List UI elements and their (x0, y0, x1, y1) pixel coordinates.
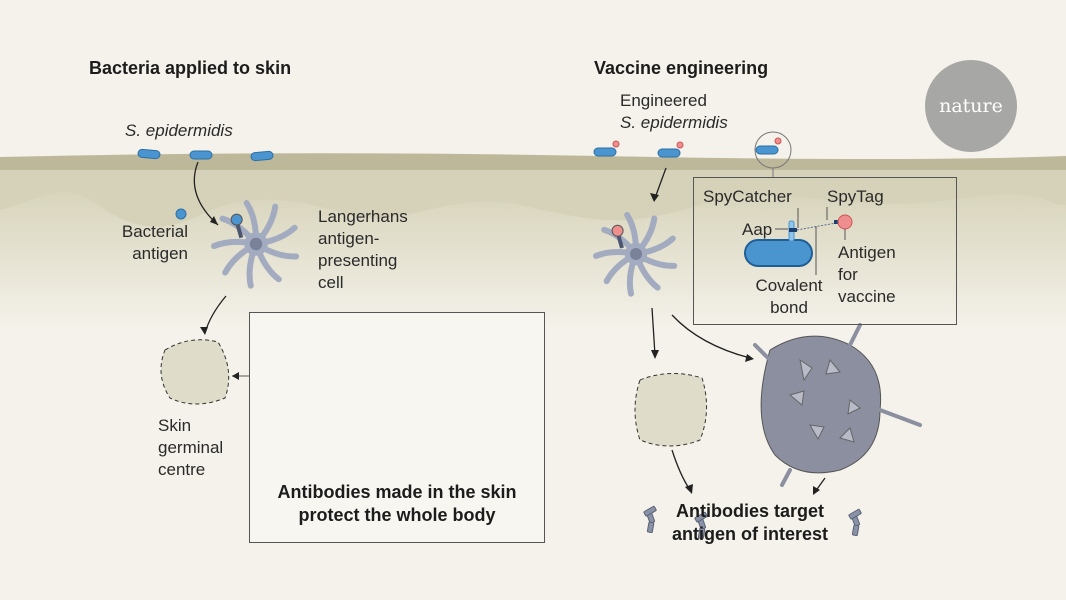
bacteria-label: S. epidermidis (125, 121, 233, 140)
bacterial-antigen-label: Bacterial antigen (121, 222, 188, 263)
engineered-label: Engineered (620, 91, 707, 110)
inset-caption: Antibodies made in the skin protect the … (277, 482, 517, 525)
langerhans-label: Langerhans antigen-presenting cell (318, 207, 408, 292)
spy-inset-box (693, 177, 957, 325)
nature-logo: nature (925, 60, 1017, 152)
inset-box: Antibodies made in the skin protect the … (249, 312, 545, 543)
spytag-label: SpyTag (827, 187, 884, 206)
antigen-vaccine-label: Antigen for vaccine (838, 243, 896, 306)
germinal-centre-label: Skin germinal centre (158, 416, 224, 479)
antibody-icon (848, 508, 862, 537)
skin-germinal-centre (160, 339, 230, 405)
result-caption: Antibodies target antigen of interest (671, 501, 828, 544)
covalent-bond-label: Covalent bond (755, 276, 823, 317)
antigen-tags (612, 137, 782, 149)
lymph-node (753, 323, 922, 487)
aap-bacterium (744, 207, 853, 275)
langerhans-cell (211, 200, 300, 289)
aap-label: Aap (742, 220, 773, 239)
left-title: Bacteria applied to skin (89, 58, 292, 78)
bacterial-antigen (175, 208, 187, 220)
antibody-icon (694, 511, 708, 540)
right-title: Vaccine engineering (594, 58, 769, 78)
engineered-bacteria-label: S. epidermidis (620, 113, 728, 132)
germinal-centre-right (634, 372, 708, 447)
antibody-icon (643, 505, 657, 534)
engineered-langerhans-cell (593, 211, 678, 297)
spycatcher-label: SpyCatcher (703, 187, 792, 206)
epidermis-wave (0, 168, 1066, 227)
bacteria-group (137, 145, 779, 162)
